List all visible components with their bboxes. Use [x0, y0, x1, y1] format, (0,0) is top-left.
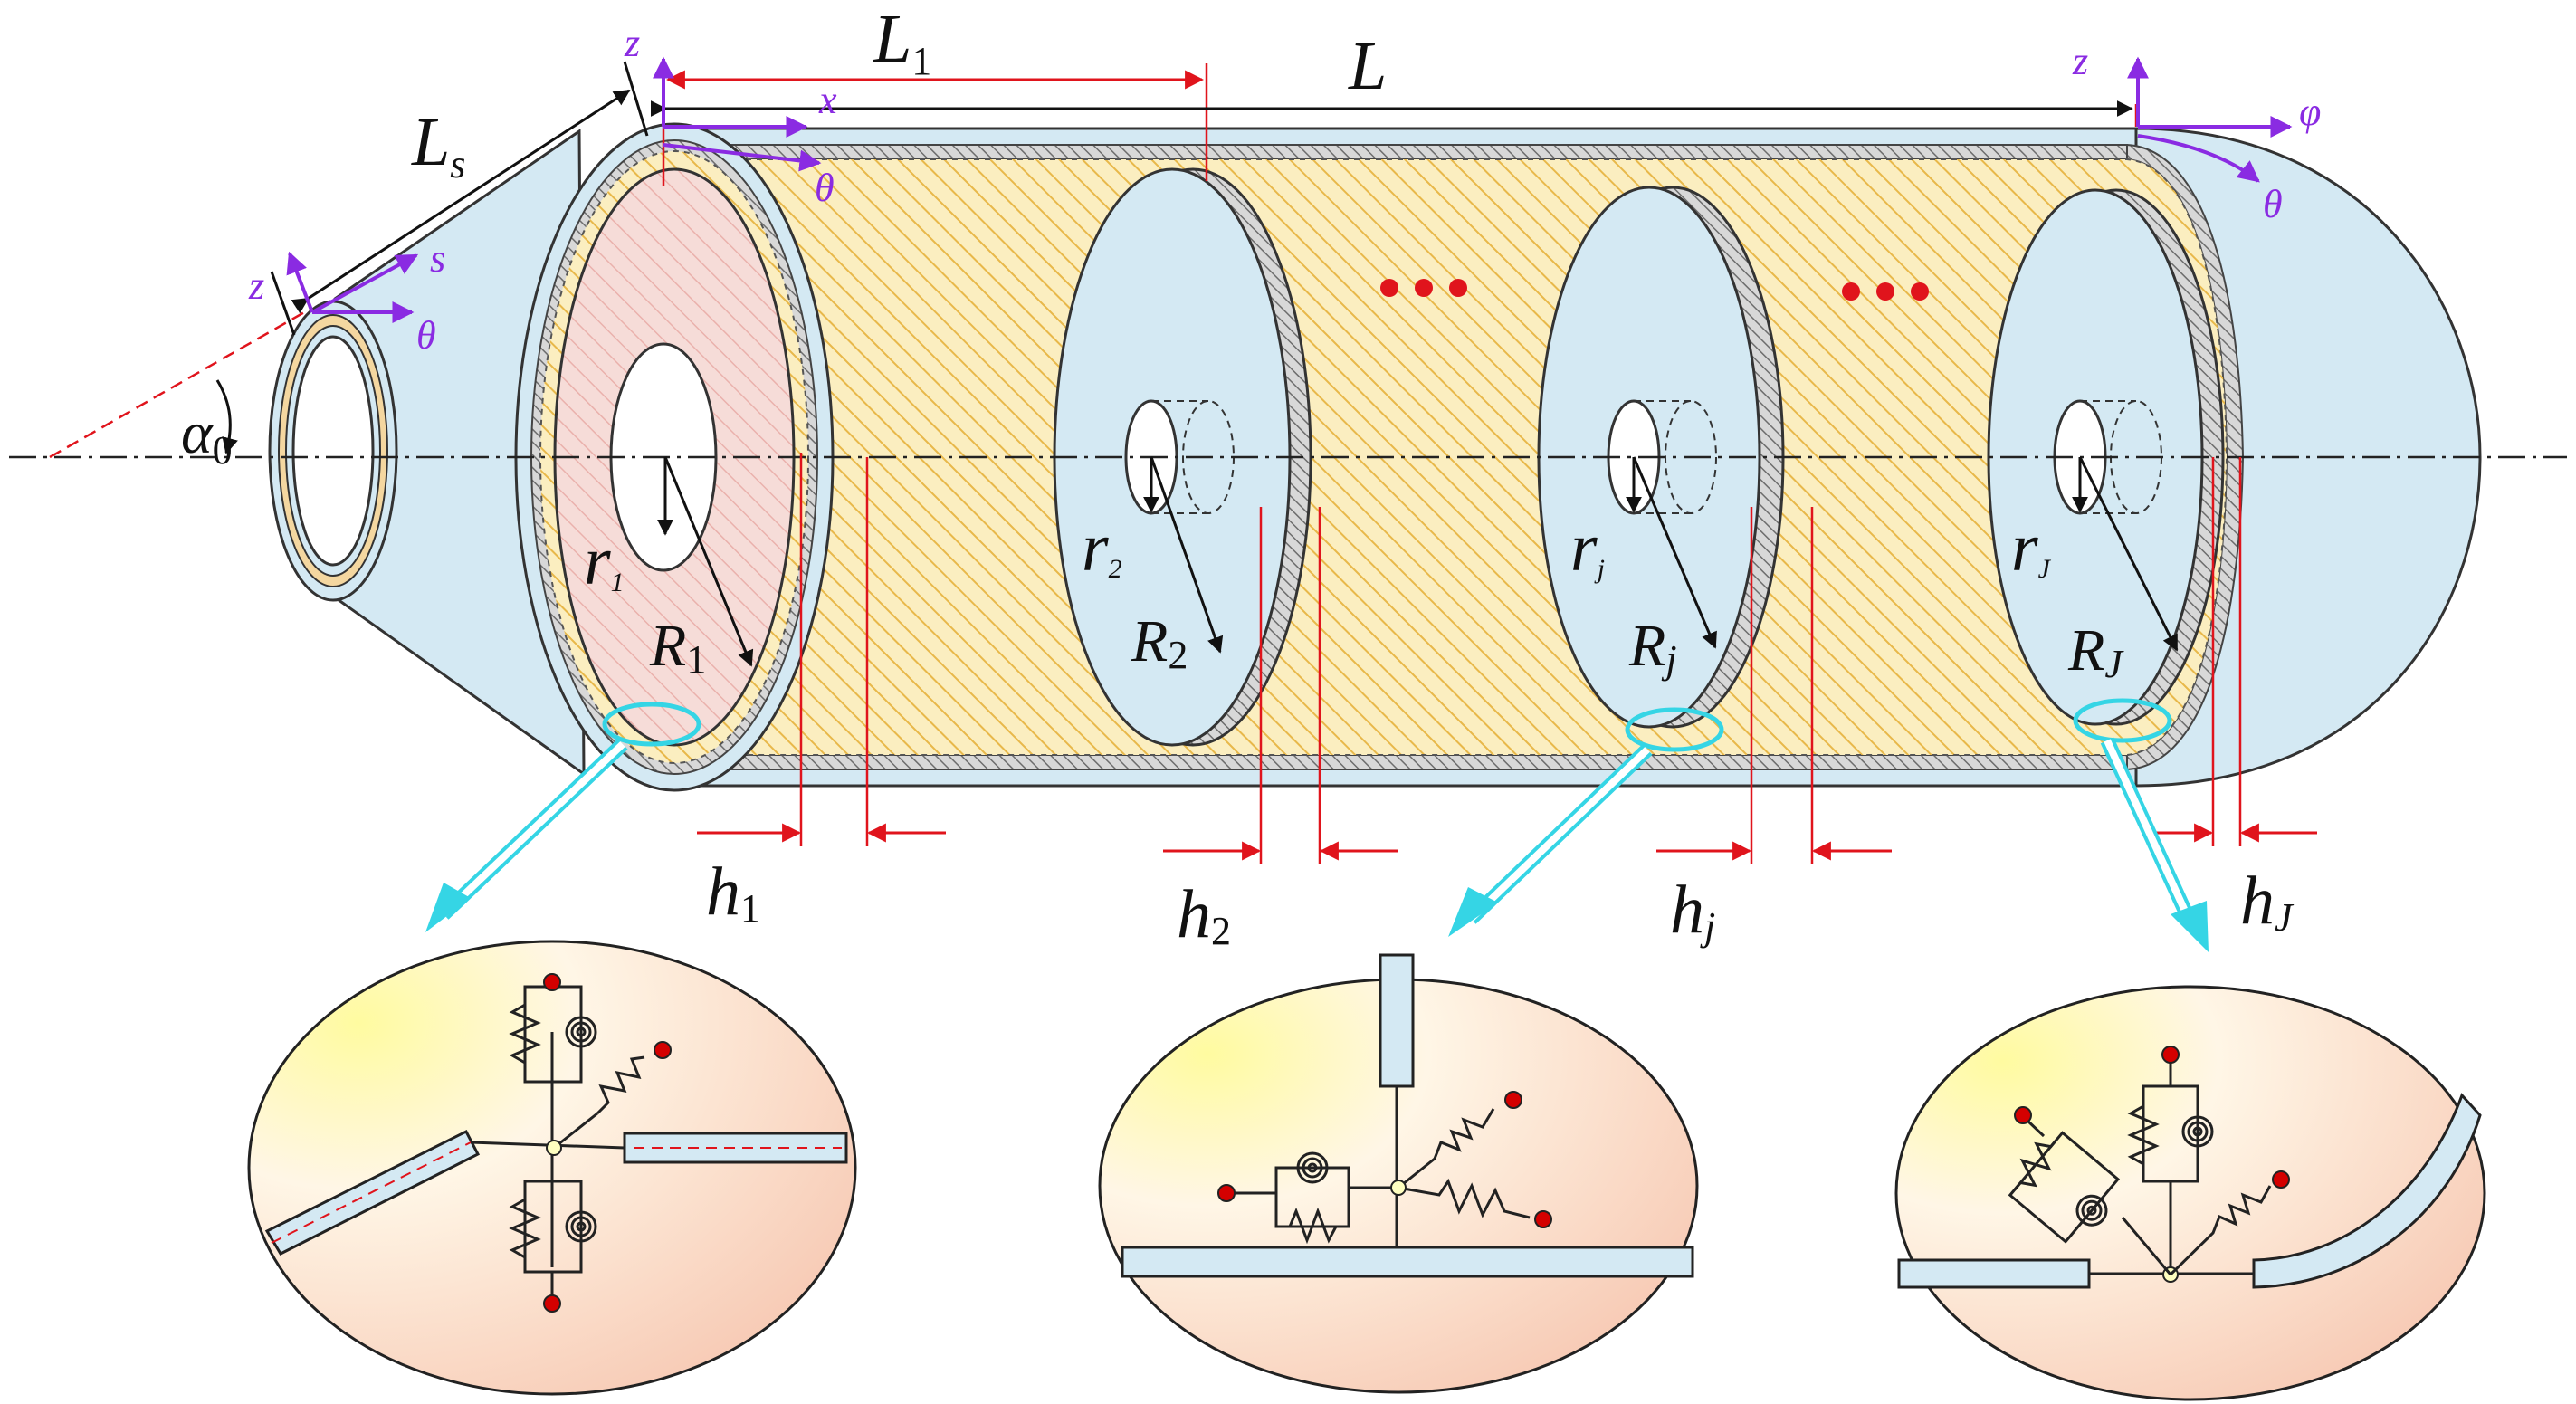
label-hJ: hJ	[2240, 863, 2295, 940]
cylinder-axis-theta-label: θ	[815, 166, 835, 210]
label-L: L	[1348, 28, 1387, 104]
cone-end-ring	[268, 300, 398, 602]
label-L1: L1	[873, 1, 931, 83]
cap-axis-phi-label: φ	[2299, 90, 2321, 134]
inset-plate-cylinder-joint	[1098, 953, 1699, 1394]
svg-text:Rj: Rj	[1628, 613, 1677, 682]
Ls-dimension	[291, 89, 631, 314]
label-r2: r2	[1082, 510, 1122, 586]
cylinder-axis-x-label: x	[818, 78, 837, 122]
cap-axis-z-label: z	[2072, 39, 2088, 83]
cone-axes	[286, 251, 419, 323]
svg-text:r2: r2	[1082, 510, 1122, 586]
label-RJ: RJ	[2067, 617, 2124, 686]
label-R2: R2	[1131, 608, 1188, 677]
cylinder-axis-z-label: z	[624, 21, 640, 65]
inset-cone-cylinder-joint	[247, 940, 857, 1396]
thickness-dimensions	[697, 823, 2317, 861]
cap-axes	[2127, 56, 2293, 183]
cone-axis-theta-label: θ	[416, 313, 436, 358]
label-Rj: Rj	[1628, 613, 1677, 682]
radius-arrows	[657, 456, 2179, 667]
svg-text:RJ: RJ	[2067, 617, 2124, 686]
svg-text:L1: L1	[873, 1, 931, 83]
label-hj: hj	[1670, 872, 1715, 949]
svg-text:R1: R1	[649, 613, 706, 682]
svg-text:rj: rj	[1570, 510, 1605, 586]
cap-axis-theta-label: θ	[2263, 182, 2283, 226]
cylinder-axes	[653, 56, 822, 172]
label-rJ: rJ	[2011, 510, 2052, 586]
svg-text:Ls: Ls	[411, 104, 465, 186]
label-R1: R1	[649, 613, 706, 682]
ellipsis-dots	[1380, 279, 1929, 301]
label-Ls: Ls	[411, 104, 465, 186]
svg-text:rJ: rJ	[2011, 510, 2052, 586]
label-alpha0: α0	[181, 400, 233, 473]
label-rj: rj	[1570, 510, 1605, 586]
inset-cylinder-cap-joint	[1894, 985, 2486, 1401]
svg-text:hJ: hJ	[2240, 863, 2295, 940]
label-h2: h2	[1177, 876, 1231, 953]
svg-text:L: L	[1348, 28, 1387, 104]
cone-axis-z-label: z	[248, 263, 264, 308]
label-h1: h1	[706, 854, 760, 931]
svg-text:r1: r1	[584, 523, 625, 599]
svg-text:h1: h1	[706, 854, 760, 931]
svg-text:α0: α0	[181, 400, 233, 473]
svg-text:R2: R2	[1131, 608, 1188, 677]
svg-text:hj: hj	[1670, 872, 1715, 949]
callouts	[425, 698, 2209, 952]
label-r1: r1	[584, 523, 625, 599]
cone-axis-s-label: s	[430, 236, 445, 281]
svg-text:h2: h2	[1177, 876, 1231, 953]
